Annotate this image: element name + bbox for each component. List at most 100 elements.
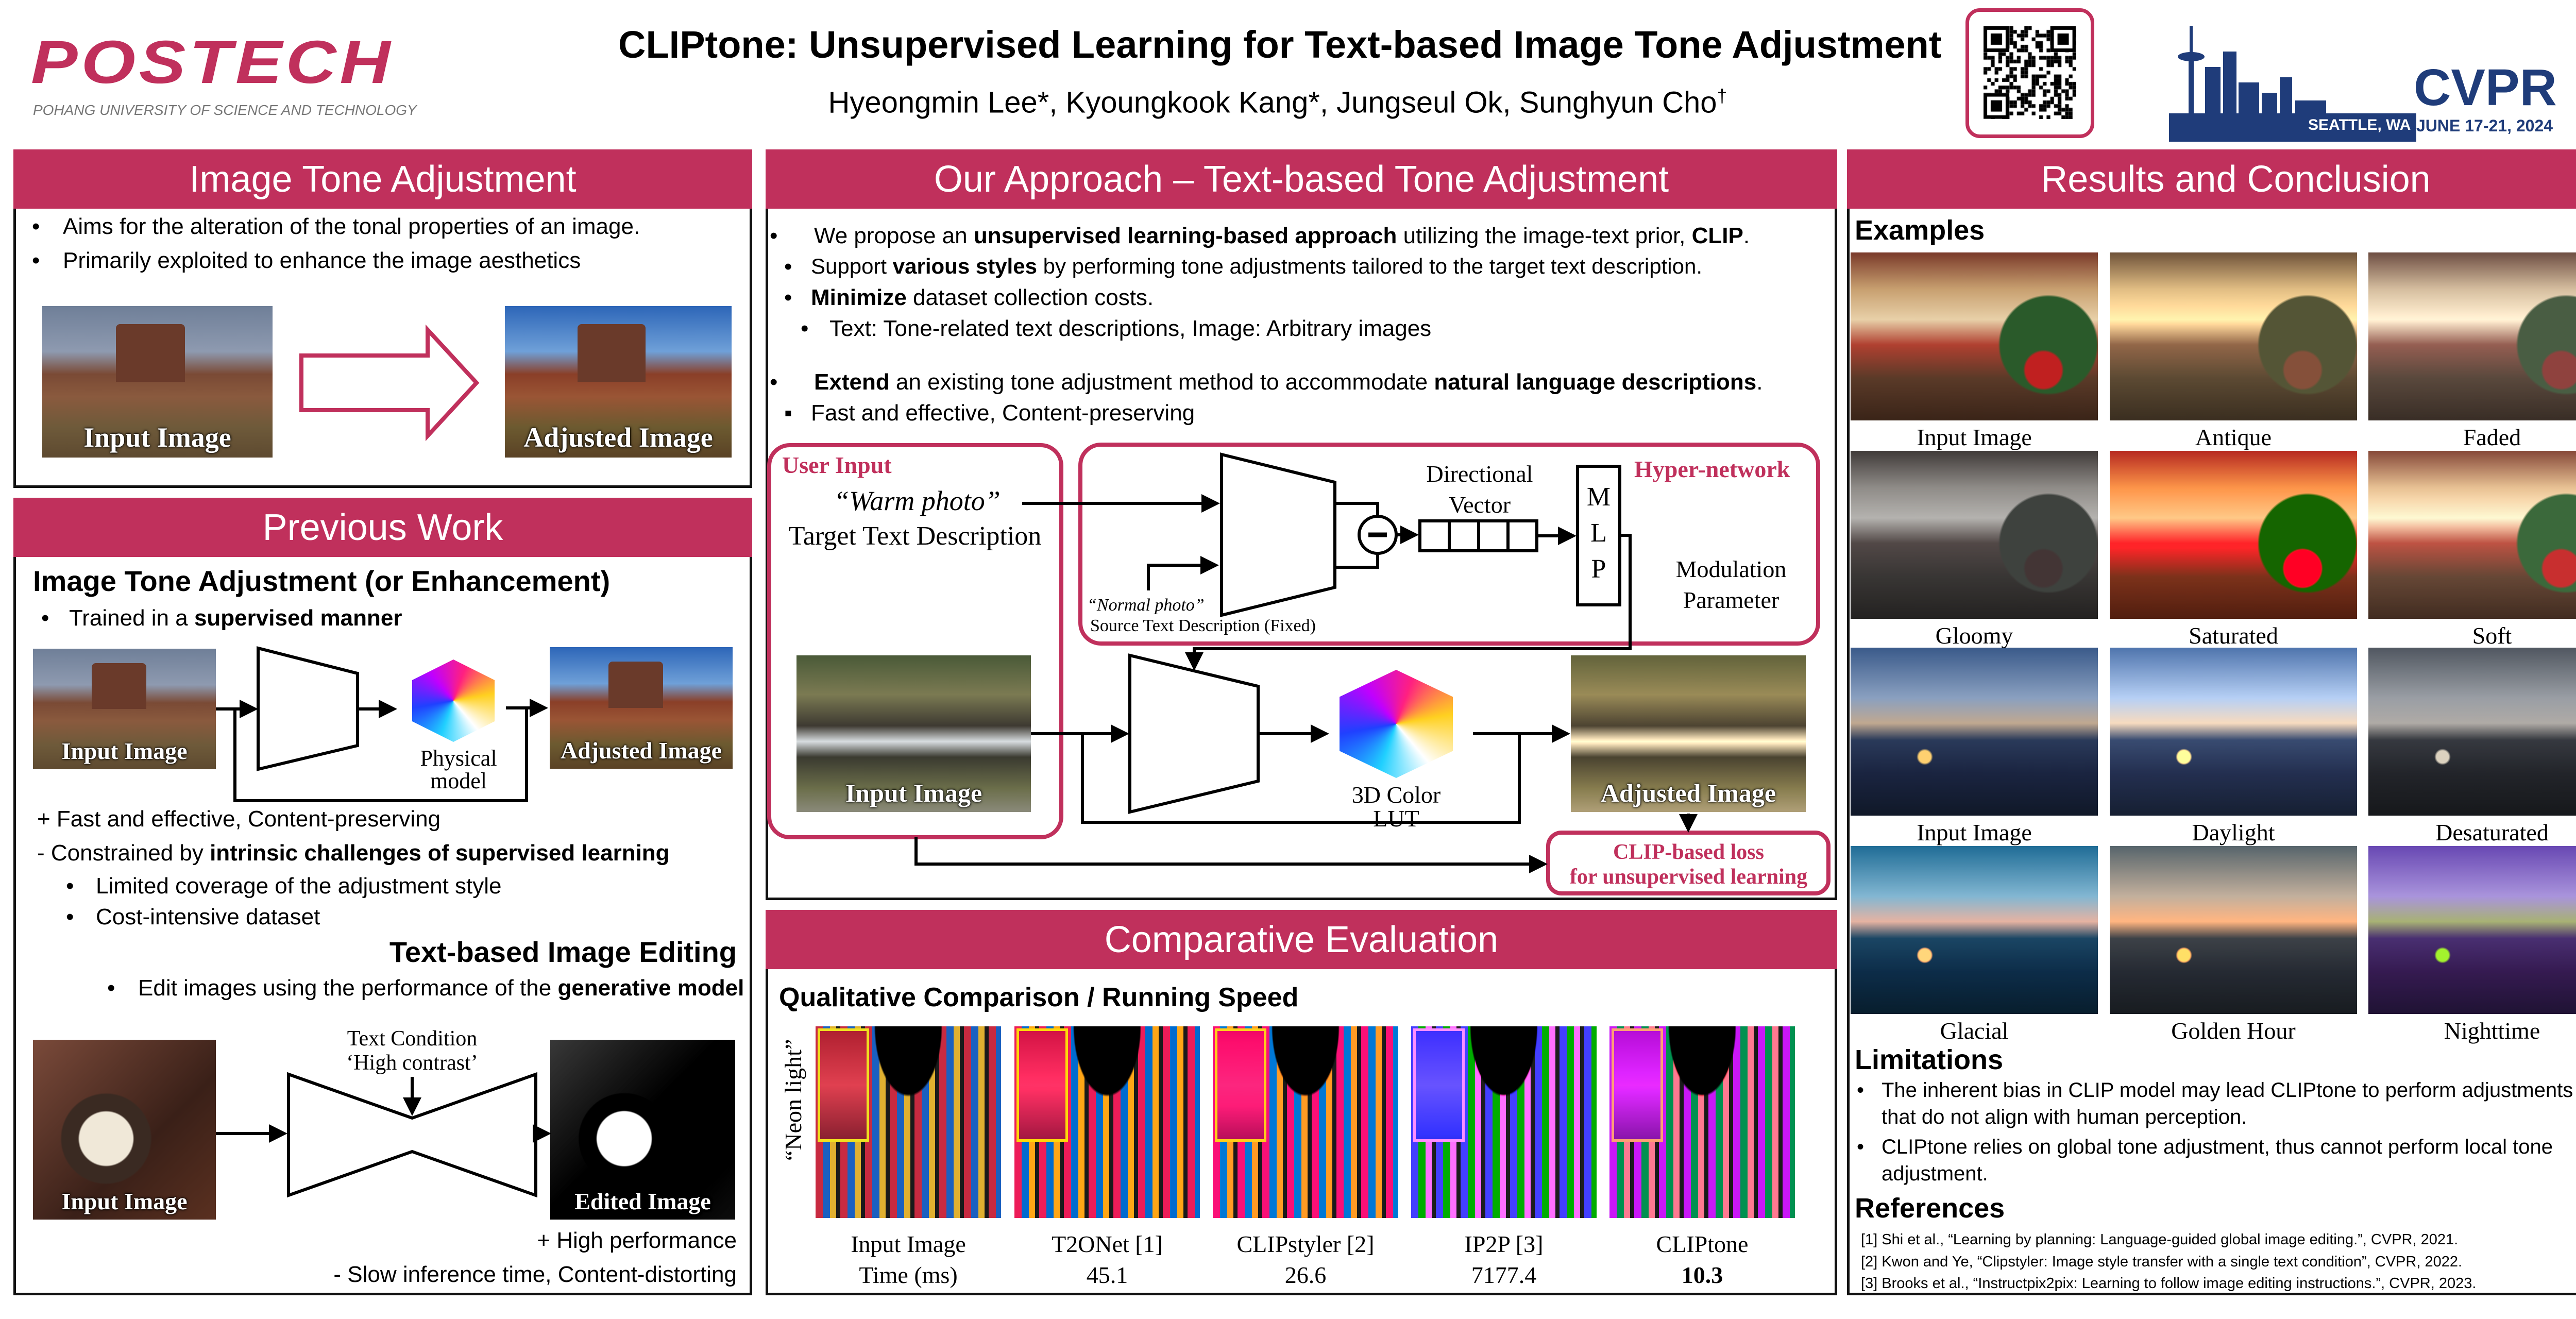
image-label: Adjusted Image (560, 737, 722, 764)
zoom-inset (1612, 1028, 1663, 1142)
intro-title: Image Tone Adjustment (13, 149, 752, 209)
image-label: Adjusted Image (1600, 779, 1776, 807)
example-image (2110, 252, 2357, 420)
example-image (2368, 451, 2576, 619)
gen-input-image: Input Image (33, 1040, 216, 1220)
bullet-text: Extend an existing tone adjustment metho… (814, 369, 1763, 395)
target-text-label: Target Text Description (788, 521, 1042, 551)
pro-text: + Fast and effective, Content-preserving (37, 806, 441, 832)
example-image (2110, 846, 2357, 1014)
example-label: Nighttime (2444, 1018, 2540, 1044)
example-image (1851, 846, 2098, 1014)
image-label: Adjusted Image (523, 422, 713, 453)
example-label: Input Image (1917, 424, 2032, 450)
gen-edited-image: Edited Image (550, 1040, 735, 1220)
qr-code[interactable] (1965, 8, 2094, 138)
prompt-label: “Neon light” (780, 1039, 806, 1161)
bullet: • (801, 316, 809, 341)
limitation-text: CLIPtone relies on global tone adjustmen… (1882, 1136, 2553, 1158)
example-image (2368, 252, 2576, 420)
intro-bullet-text: Primarily exploited to enhance the image… (63, 248, 581, 273)
zoom-inset (818, 1028, 869, 1142)
bullet: • (784, 254, 792, 279)
example-image (2110, 648, 2357, 816)
method-name: T2ONet [1] (1052, 1231, 1163, 1257)
intro-bullet: • (32, 248, 40, 273)
bullet: • (66, 904, 74, 929)
zoom-inset (1215, 1028, 1266, 1142)
reference-item[interactable]: [3] Brooks et al., “Instructpix2pix: Lea… (1861, 1275, 2477, 1292)
subsection-heading: Image Tone Adjustment (or Enhancement) (33, 565, 611, 597)
method-name: CLIPstyler [2] (1236, 1231, 1375, 1257)
method-time: 10.3 (1681, 1262, 1723, 1288)
method-time: 26.6 (1284, 1262, 1327, 1288)
con-text: - Constrained by intrinsic challenges of… (37, 840, 670, 866)
example-label: Daylight (2192, 819, 2275, 845)
user-input-label: User Input (782, 452, 892, 478)
method-name: CLIPtone (1656, 1231, 1749, 1257)
example-label: Input Image (1917, 819, 2032, 845)
comparison-image (1014, 1026, 1200, 1218)
bullet: • (784, 285, 792, 310)
reference-item[interactable]: [2] Kwon and Ye, “Clipstyler: Image styl… (1861, 1254, 2463, 1270)
intro-adjusted-image: Adjusted Image (505, 306, 732, 458)
bullet: • (41, 605, 49, 631)
bullet-text: Cost-intensive dataset (96, 904, 320, 929)
example-label: Saturated (2189, 622, 2278, 649)
poster-title: CLIPtone: Unsupervised Learning for Text… (618, 23, 1942, 66)
bullet-text: Limited coverage of the adjustment style (96, 873, 502, 899)
corresponding-mark: † (1717, 85, 1727, 106)
comparison-subtitle: Qualitative Comparison / Running Speed (779, 983, 1299, 1012)
emphasis: generative model (557, 975, 744, 1001)
previous-work-title: Previous Work (13, 498, 752, 557)
comparison-title: Comparative Evaluation (766, 910, 1837, 969)
bullet: • (1857, 1136, 1865, 1158)
reference-item[interactable]: [1] Shi et al., “Learning by planning: L… (1861, 1231, 2459, 1248)
zoom-inset (1016, 1028, 1068, 1142)
example-image (2368, 648, 2576, 816)
example-label: Golden Hour (2171, 1018, 2296, 1044)
bullet-text: Fast and effective, Content-preserving (811, 400, 1195, 426)
bullet-text: Trained in a supervised manner (69, 607, 402, 630)
time-label: Time (ms) (859, 1262, 958, 1288)
bullet: • (1857, 1079, 1865, 1102)
example-label: Antique (2195, 424, 2272, 450)
prev-adjusted-image: Adjusted Image (550, 647, 733, 769)
subsection-heading: Text-based Image Editing (389, 936, 737, 968)
image-label: Input Image (61, 738, 188, 764)
gen-pro-text: + High performance (537, 1228, 737, 1253)
comparison-image (1411, 1026, 1597, 1218)
diagram-input-image: Input Image (796, 655, 1031, 812)
bullet-text: Text: Tone-related text descriptions, Im… (829, 316, 1432, 341)
gen-con-text: - Slow inference time, Content-distortin… (333, 1262, 737, 1287)
bullet-text: Edit images using the performance of the… (138, 975, 744, 1001)
source-text-label: Source Text Description (Fixed) (1090, 616, 1316, 635)
diagram-adjusted-image (1571, 655, 1806, 812)
image-label: Input Image (61, 1188, 188, 1214)
text: Trained in a (69, 605, 194, 631)
text-condition-label: Text Condition (347, 1027, 478, 1051)
emphasis: intrinsic challenges of supervised learn… (210, 840, 670, 866)
authors: Hyeongmin Lee*, Kyoungkook Kang*, Jungse… (618, 87, 1937, 117)
seattle-skyline-icon (2169, 26, 2416, 142)
intro-bullet: • (32, 214, 40, 239)
example-label: Glacial (1940, 1018, 2009, 1044)
zoom-inset (1413, 1028, 1465, 1142)
bullet-text: Minimize dataset collection costs. (811, 285, 1154, 310)
bullet: • (107, 975, 115, 1001)
limitation-text: adjustment. (1882, 1162, 1988, 1185)
limitations-heading: Limitations (1855, 1044, 2004, 1075)
approach-title: Our Approach – Text-based Tone Adjustmen… (766, 149, 1837, 209)
comparison-image (816, 1026, 1001, 1218)
comparison-image (1609, 1026, 1795, 1218)
method-name: Input Image (851, 1231, 966, 1257)
results-title: Results and Conclusion (1847, 149, 2576, 209)
postech-logo: POSTECH (31, 28, 394, 96)
source-text: “Normal photo” (1087, 596, 1205, 615)
